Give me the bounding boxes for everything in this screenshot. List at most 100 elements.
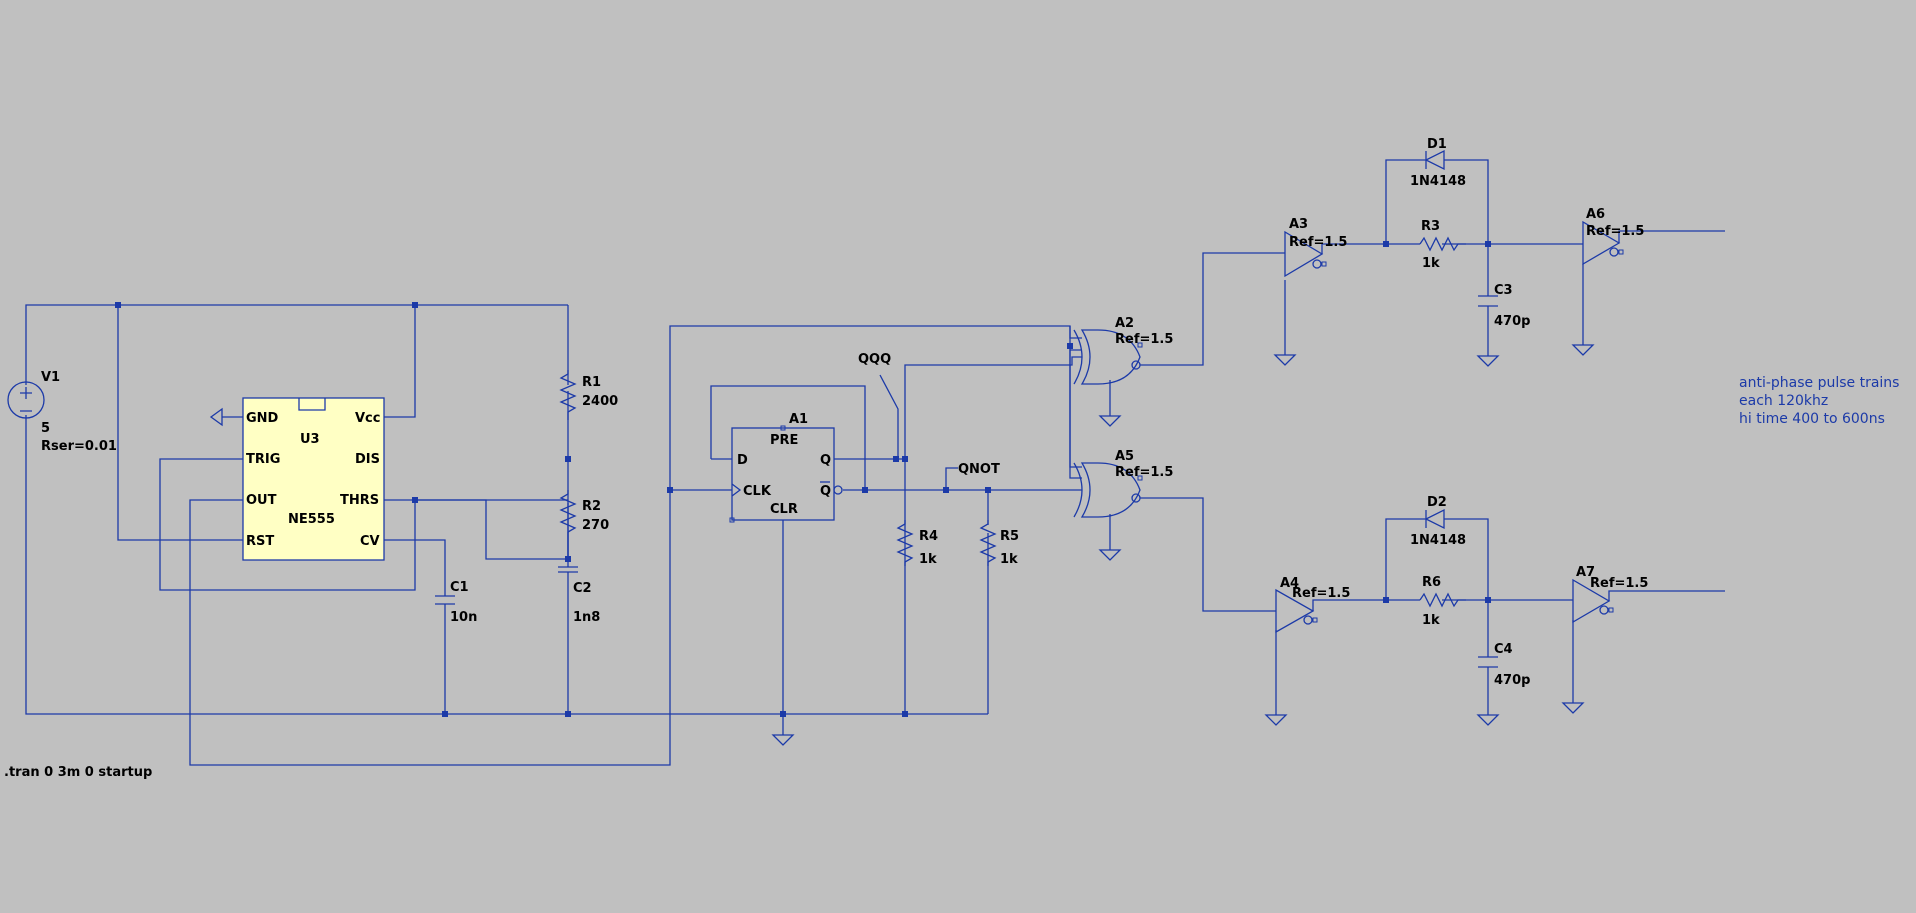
- diode-icon: [1424, 508, 1445, 530]
- ground-icon: [771, 734, 795, 746]
- source-circle-icon: [7, 381, 45, 419]
- inverter-bubble-icon: [1303, 615, 1313, 625]
- a2-ref: Ref=1.5: [1115, 332, 1173, 347]
- junctions: [115, 241, 1491, 717]
- v1-rser: Rser=0.01: [41, 439, 117, 454]
- spice-directive[interactable]: .tran 0 3m 0 startup: [4, 765, 152, 780]
- r1-resistor[interactable]: R1 2400: [559, 370, 618, 420]
- c4-value: 470p: [1494, 673, 1530, 688]
- a4-buffer[interactable]: A4 Ref=1.5: [1275, 576, 1350, 634]
- resistor-icon: [1419, 592, 1466, 608]
- ground-icon: [1476, 355, 1500, 367]
- note-comment[interactable]: anti-phase pulse trains each 120khz hi t…: [1739, 375, 1899, 427]
- a1-flipflop[interactable]: A1 PRE D Q CLK Q CLR: [729, 412, 843, 523]
- a4-name: A4: [1280, 576, 1299, 591]
- a7-buffer[interactable]: A7 Ref=1.5: [1572, 565, 1648, 624]
- r1-value: 2400: [582, 394, 618, 409]
- a1-pin-pre: PRE: [770, 433, 798, 448]
- v1-value: 5: [41, 421, 50, 436]
- u3-pin-out: OUT: [246, 493, 277, 508]
- capacitor-icon: [1478, 656, 1498, 668]
- clock-triangle-icon: [731, 483, 742, 497]
- v1-source[interactable]: V1 5 Rser=0.01: [7, 370, 117, 454]
- capacitor-icon: [435, 595, 455, 605]
- a2-gate[interactable]: A2 Ref=1.5: [1073, 316, 1173, 385]
- a6-ref: Ref=1.5: [1586, 224, 1644, 239]
- buffer-icon: [1572, 578, 1611, 624]
- inverter-bubble-icon: [1312, 259, 1322, 269]
- u3-ne555[interactable]: GND Vcc U3 TRIG DIS OUT THRS NE555 RST C…: [209, 397, 385, 561]
- ground-icon: [1264, 714, 1288, 726]
- inverter-bubble-icon: [1609, 247, 1619, 257]
- a1-pin-clk: CLK: [743, 484, 772, 499]
- r1-name: R1: [582, 375, 601, 390]
- a1-pin-q: Q: [820, 453, 831, 468]
- r2-value: 270: [582, 518, 609, 533]
- a3-buffer[interactable]: A3 Ref=1.5: [1284, 217, 1347, 278]
- v1-name: V1: [41, 370, 60, 385]
- r5-resistor[interactable]: R5 1k: [979, 520, 1019, 567]
- a5-name: A5: [1115, 449, 1134, 464]
- r4-resistor[interactable]: R4 1k: [896, 520, 938, 567]
- a1-name: A1: [789, 412, 808, 427]
- c1-name: C1: [450, 580, 469, 595]
- ground-icon: [1571, 344, 1595, 356]
- a7-ref: Ref=1.5: [1590, 576, 1648, 591]
- a3-ref: Ref=1.5: [1289, 235, 1347, 250]
- c2-name: C2: [573, 581, 592, 596]
- c2-capacitor[interactable]: C2 1n8: [558, 566, 600, 625]
- ground-icon: [1561, 702, 1585, 714]
- buffer-icon: [1582, 220, 1621, 266]
- inverter-bubble-icon: [1599, 605, 1609, 615]
- inverter-bubble-icon: [833, 485, 843, 495]
- c3-capacitor[interactable]: C3 470p: [1478, 283, 1530, 329]
- a5-gate[interactable]: A5 Ref=1.5: [1073, 449, 1173, 518]
- or-gate-icon: [1080, 462, 1141, 518]
- u3-pin-rst: RST: [246, 534, 274, 549]
- inverter-bubble-icon: [1131, 360, 1141, 370]
- a1-pin-qbar: Q: [820, 484, 831, 499]
- r3-value: 1k: [1422, 256, 1440, 271]
- r3-resistor[interactable]: R3 1k: [1419, 219, 1466, 271]
- d2-diode[interactable]: D2 1N4148: [1410, 495, 1466, 548]
- ground-icon: [1098, 549, 1122, 561]
- note-line-2: each 120khz: [1739, 393, 1828, 409]
- gate-input-arc-icon: [1073, 462, 1083, 518]
- r6-resistor[interactable]: R6 1k: [1419, 575, 1466, 628]
- a4-ref: Ref=1.5: [1292, 586, 1350, 601]
- r4-value: 1k: [919, 552, 937, 567]
- c4-name: C4: [1494, 642, 1513, 657]
- ground-icon: [1476, 714, 1500, 726]
- diode-icon: [1424, 149, 1445, 171]
- buffer-icon: [1284, 230, 1324, 278]
- r5-value: 1k: [1000, 552, 1018, 567]
- ground-icon: [1273, 354, 1297, 366]
- plus-minus-icon: [20, 387, 32, 412]
- a2-name: A2: [1115, 316, 1134, 331]
- note-line-1: anti-phase pulse trains: [1739, 375, 1899, 391]
- resistor-icon: [896, 520, 914, 566]
- d1-part: 1N4148: [1410, 174, 1466, 189]
- d1-diode[interactable]: D1 1N4148: [1410, 137, 1466, 189]
- a6-name: A6: [1586, 207, 1605, 222]
- r2-resistor[interactable]: R2 270: [559, 490, 609, 533]
- resistor-icon: [559, 370, 577, 420]
- c1-capacitor[interactable]: C1 10n: [435, 580, 477, 625]
- r5-name: R5: [1000, 529, 1019, 544]
- u3-part: NE555: [288, 512, 335, 527]
- gnd-arrow-icon: [209, 407, 243, 427]
- u3-pin-gnd: GND: [246, 411, 279, 426]
- a6-buffer[interactable]: A6 Ref=1.5: [1582, 207, 1644, 266]
- ic-notch-icon: [298, 398, 326, 411]
- r2-name: R2: [582, 499, 601, 514]
- d2-part: 1N4148: [1410, 533, 1466, 548]
- note-line-3: hi time 400 to 600ns: [1739, 411, 1885, 427]
- c2-value: 1n8: [573, 610, 600, 625]
- a5-ref: Ref=1.5: [1115, 465, 1173, 480]
- capacitor-icon: [558, 566, 578, 573]
- c1-value: 10n: [450, 610, 477, 625]
- ground-icon: [1098, 415, 1122, 427]
- c4-capacitor[interactable]: C4 470p: [1478, 642, 1530, 688]
- buffer-icon: [1275, 588, 1315, 634]
